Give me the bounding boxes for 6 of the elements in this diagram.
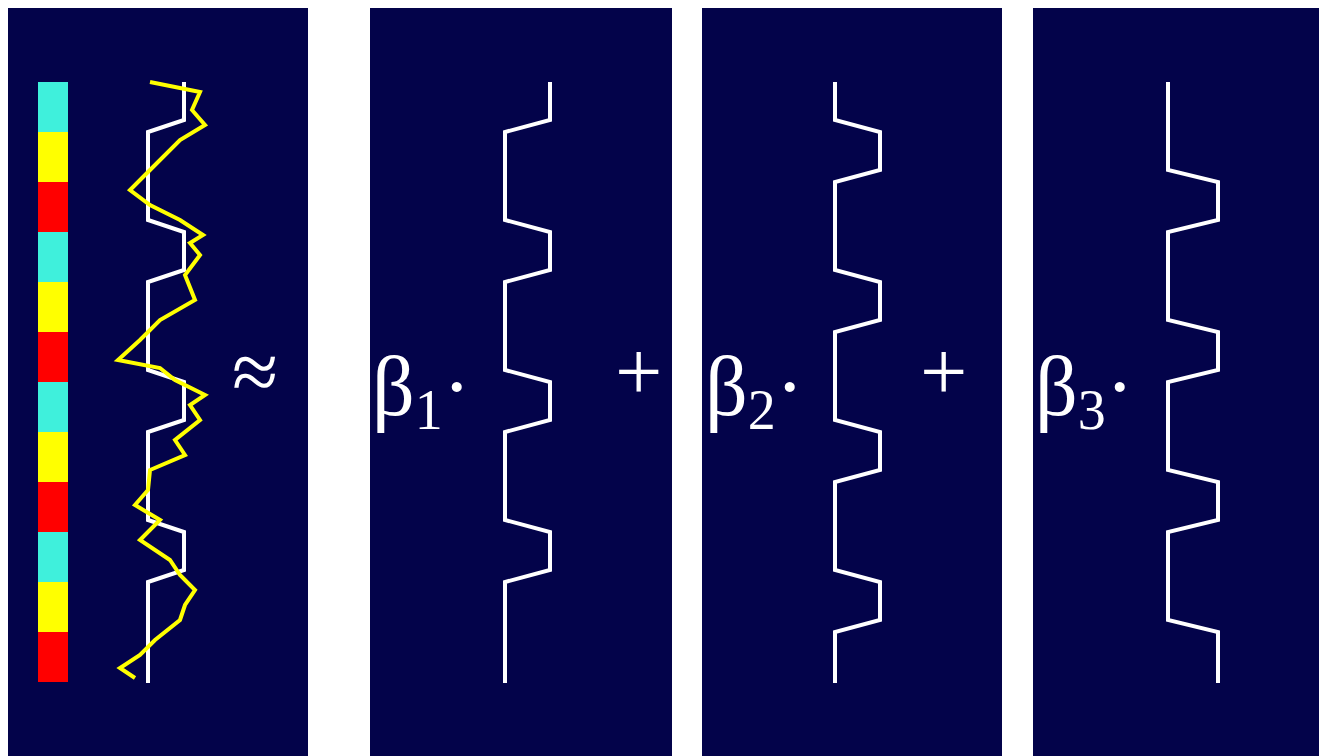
approximately-equal-sign: ≈ [232,330,279,414]
beta-coefficient-label: β$_{2}$· [705,345,804,438]
plus-sign: + [615,330,663,414]
beta-coefficient-label: β$_{1}$· [372,345,471,438]
plus-sign: + [920,330,968,414]
beta-coefficient-label: β$_{3}$· [1035,345,1134,438]
